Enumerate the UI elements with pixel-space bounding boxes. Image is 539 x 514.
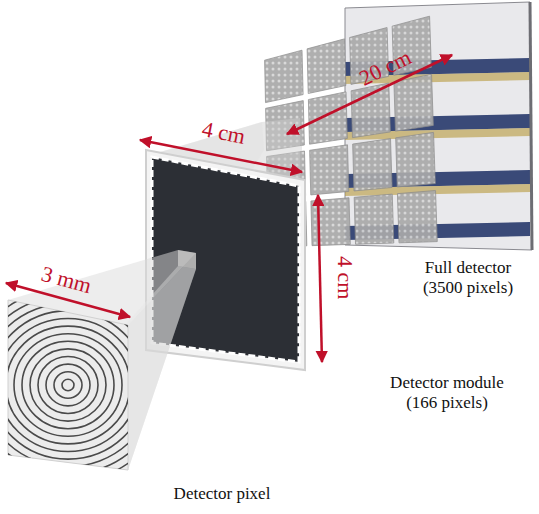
panel-cell (310, 145, 349, 195)
panel-cell (308, 92, 347, 144)
ring (22, 341, 114, 428)
ring (14, 334, 122, 437)
dimension-arrow (6, 55, 452, 362)
ring (46, 364, 90, 406)
ring (0, 311, 146, 459)
panel-cell (354, 194, 394, 244)
ring (54, 372, 82, 399)
panel-cell (394, 74, 433, 131)
ring (0, 319, 138, 452)
dimension-label: 4 cm (333, 256, 358, 299)
panel-cell (307, 39, 346, 94)
panel-cell (265, 50, 304, 102)
panel-cell (353, 139, 392, 191)
detector-housing (345, 2, 532, 250)
ring (6, 326, 130, 444)
projection-cone (8, 250, 196, 470)
ring (38, 357, 98, 414)
ring (0, 288, 170, 482)
ring (30, 349, 106, 421)
part-label: Detector module (166 pixels) (377, 373, 517, 412)
panel-cell (351, 83, 390, 138)
detector-pixel (0, 288, 170, 482)
ring (0, 303, 154, 466)
panel-cell (396, 132, 436, 187)
panel-cell (397, 190, 437, 242)
ring (62, 379, 74, 390)
ring (0, 296, 162, 475)
part-label: Detector pixel (174, 484, 271, 504)
part-label: Full detector (3500 pixels) (408, 258, 528, 297)
panel-cell (311, 198, 350, 246)
